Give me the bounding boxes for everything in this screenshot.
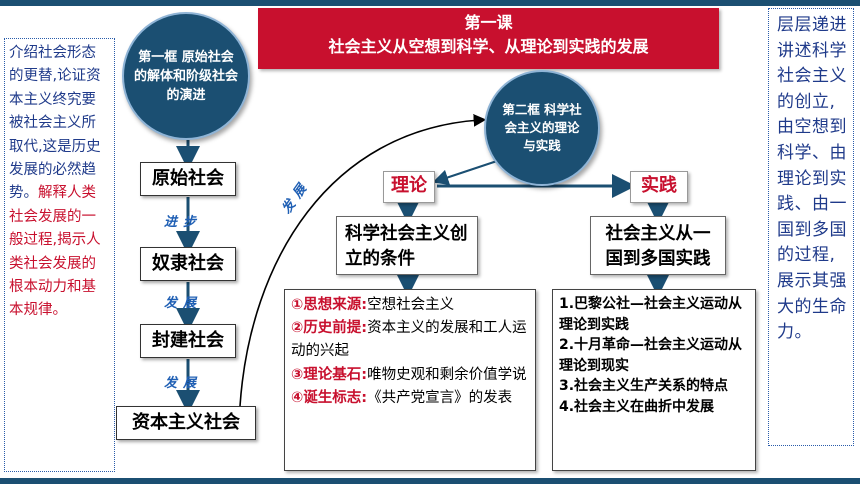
theory-item-2: ②历史前提:资本主义的发展和工人运动的兴起 xyxy=(291,317,529,363)
theory-heading: 科学社会主义创立的条件 xyxy=(336,216,478,275)
left-note-p2: 解释人类社会发展的一般过程,揭示人类社会发展的根本动力和基本规律。 xyxy=(9,185,101,319)
lesson-number: 第一课 xyxy=(464,13,513,32)
theory-item-4-label: ④诞生标志: xyxy=(291,389,368,406)
theory-item-1: ①思想来源:空想社会主义 xyxy=(291,294,529,317)
arrow-circle2-to-theory xyxy=(432,159,501,186)
theory-item-4: ④诞生标志:《共产党宣言》的发表 xyxy=(291,387,529,410)
label-develop-curve: 发展 xyxy=(279,177,314,217)
practice-heading: 社会主义从一国到多国实践 xyxy=(590,216,726,275)
theory-item-3-text: 唯物史观和剩余价值学说 xyxy=(367,366,527,383)
label-develop-2: 发展 xyxy=(164,376,203,391)
theory-item-3-label: ③理论基石: xyxy=(291,366,368,383)
right-summary-note: 层层递进讲述科学社会主义的创立,由空想到科学、由理论到实践、由一国到多国的过程,… xyxy=(768,8,854,446)
section2-circle: 第二框 科学社会主义的理论与实践 xyxy=(484,70,600,186)
theory-item-3: ③理论基石:唯物史观和剩余价值学说 xyxy=(291,364,529,387)
practice-tag: 实践 xyxy=(630,171,688,203)
lesson-title: 社会主义从空想到科学、从理论到实践的发展 xyxy=(328,37,649,56)
left-summary-note: 介绍社会形态的更替,论证资本主义终究要被社会主义所取代,这是历史发展的必然趋势。… xyxy=(4,38,115,472)
label-progress: 进步 xyxy=(164,215,203,230)
theory-item-4-text: 《共产党宣言》的发表 xyxy=(367,389,513,406)
theory-tag: 理论 xyxy=(383,171,435,203)
practice-item-3: 3.社会主义生产关系的特点 xyxy=(559,378,729,394)
label-develop-1: 发展 xyxy=(164,296,203,311)
practice-detail-box: 1.巴黎公社—社会主义运动从理论到实践 2.十月革命—社会主义运动从理论到现实 … xyxy=(552,289,756,471)
theory-detail-box: ①思想来源:空想社会主义 ②历史前提:资本主义的发展和工人运动的兴起 ③理论基石… xyxy=(284,289,536,471)
practice-item-2: 2.十月革命—社会主义运动从理论到现实 xyxy=(559,337,743,374)
theory-item-2-label: ②历史前提: xyxy=(291,320,368,337)
theory-item-1-label: ①思想来源: xyxy=(291,297,368,313)
top-decor-bar xyxy=(0,0,860,6)
bottom-decor-bar xyxy=(0,478,860,484)
theory-item-1-text: 空想社会主义 xyxy=(367,297,455,313)
practice-item-1: 1.巴黎公社—社会主义运动从理论到实践 xyxy=(559,296,743,333)
stage-capitalist-society: 资本主义社会 xyxy=(116,406,256,440)
left-note-p1: 介绍社会形态的更替,论证资本主义终究要被社会主义所取代,这是历史发展的必然趋势。 xyxy=(9,45,101,202)
practice-item-4: 4.社会主义在曲折中发展 xyxy=(559,398,715,415)
theory-item-2-text: 资本主义的发展和工人运动的兴起 xyxy=(291,320,527,360)
lesson-title-banner: 第一课 社会主义从空想到科学、从理论到实践的发展 xyxy=(258,8,719,69)
stage-feudal-society: 封建社会 xyxy=(140,324,236,358)
section1-circle: 第一框 原始社会的解体和阶级社会的演进 xyxy=(122,12,250,140)
stage-primitive-society: 原始社会 xyxy=(140,162,236,196)
stage-slave-society: 奴隶社会 xyxy=(140,247,236,281)
